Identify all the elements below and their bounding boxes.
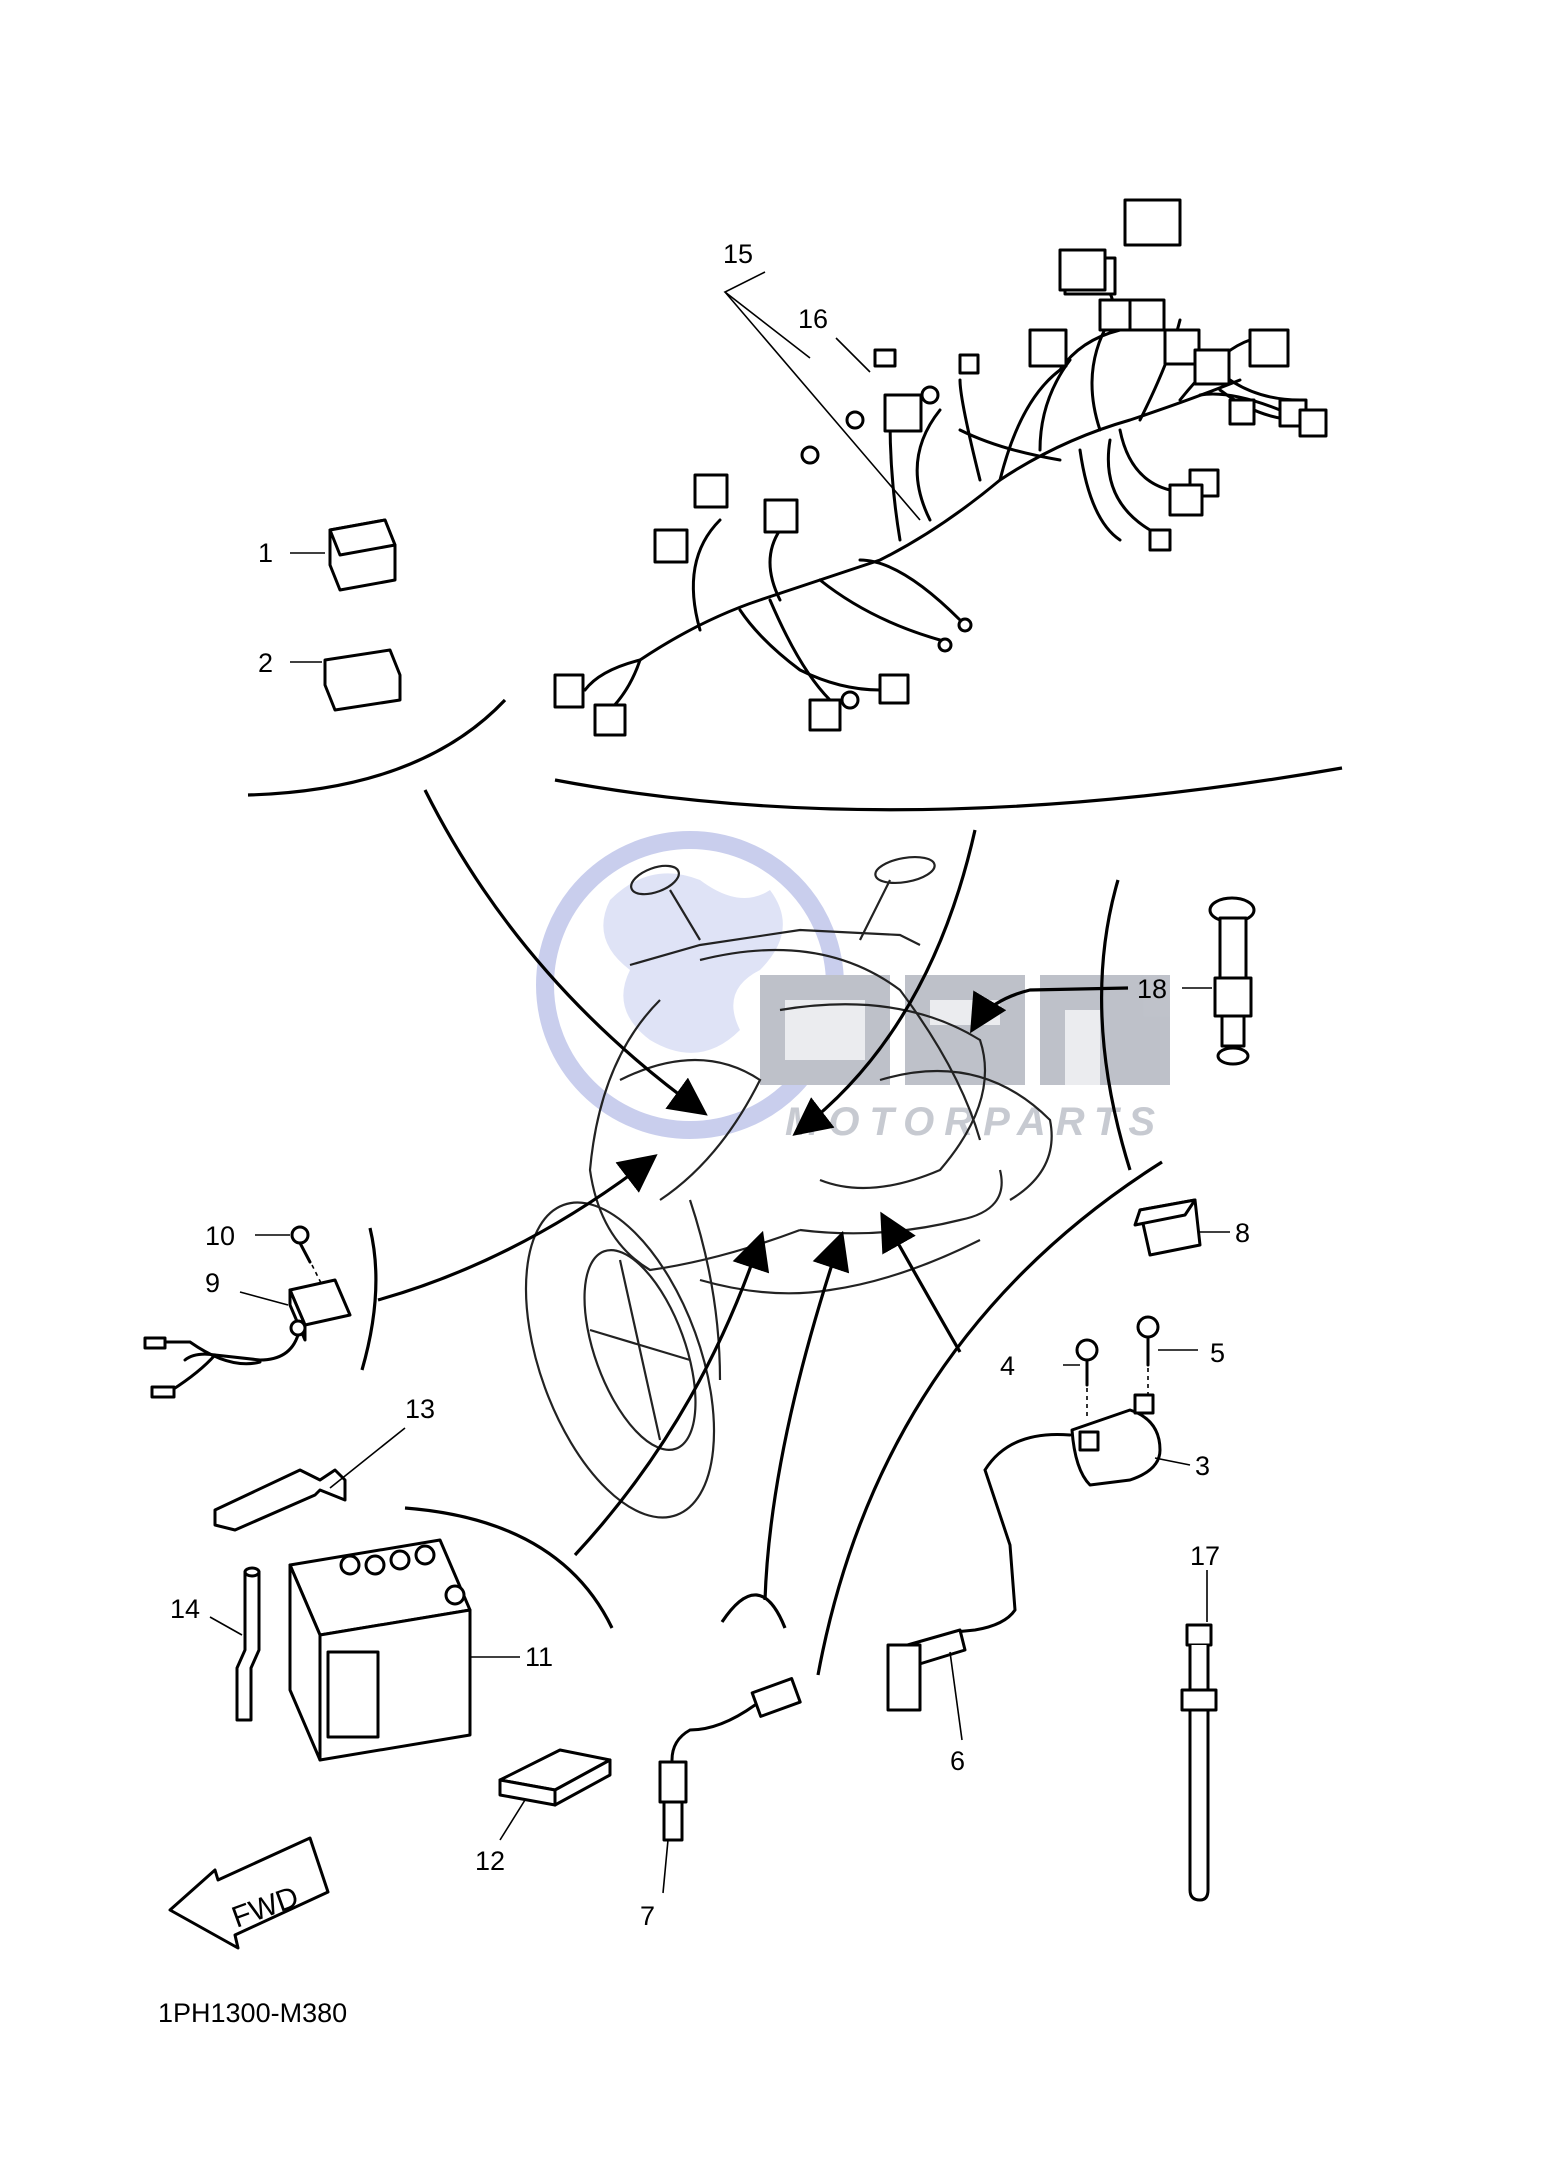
callout-8: 8 xyxy=(1235,1218,1250,1248)
part-2-cover xyxy=(290,648,402,712)
callout-5: 5 xyxy=(1210,1338,1225,1368)
part-4-screw xyxy=(1063,1338,1099,1418)
scooter-outline xyxy=(524,855,1053,1519)
part-11-battery xyxy=(288,1538,520,1762)
part-3-ignition-coil xyxy=(953,1393,1191,1634)
callout-1: 1 xyxy=(258,538,273,568)
arrow-lines xyxy=(377,789,1129,1601)
callout-14: 14 xyxy=(170,1594,200,1624)
callout-13: 13 xyxy=(405,1394,435,1424)
callout-4: 4 xyxy=(1000,1351,1015,1381)
part-14-hose xyxy=(209,1566,261,1722)
callout-10: 10 xyxy=(205,1221,235,1251)
callout-16: 16 xyxy=(798,304,828,334)
callout-18: 18 xyxy=(1137,974,1167,1004)
part-17-cable-tie xyxy=(1180,1570,1218,1902)
part-13-bracket xyxy=(213,1427,406,1532)
part-1-relay xyxy=(290,518,397,592)
callout-7: 7 xyxy=(640,1901,655,1931)
part-8-relay xyxy=(1133,1198,1230,1257)
part-9-sensor xyxy=(143,1278,352,1399)
watermark-caption: MOTORPARTS xyxy=(785,1100,1165,1144)
watermark: MOTORPARTS xyxy=(536,831,1170,1144)
wire-harness xyxy=(553,198,1328,737)
part-12-pad xyxy=(498,1748,612,1841)
part-6-plug-cap xyxy=(886,1628,967,1741)
callout-numbers: 1 2 3 4 5 6 7 8 9 10 11 12 13 14 15 16 1… xyxy=(170,239,1250,1931)
callout-6: 6 xyxy=(950,1746,965,1776)
callout-17: 17 xyxy=(1190,1541,1220,1571)
part-7-sensor xyxy=(658,1677,802,1894)
callout-3: 3 xyxy=(1195,1451,1210,1481)
part-18-clip xyxy=(1182,896,1256,1066)
harness-leaders xyxy=(723,271,921,521)
part-5-screw xyxy=(1136,1315,1198,1395)
callout-15: 15 xyxy=(723,239,753,269)
part-10-screw xyxy=(255,1225,323,1286)
separator-arcs xyxy=(247,698,1343,1676)
callout-12: 12 xyxy=(475,1846,505,1876)
callout-2: 2 xyxy=(258,648,273,678)
diagram-code: 1PH1300-M380 xyxy=(158,1998,347,2028)
callout-11: 11 xyxy=(525,1642,553,1672)
fwd-arrow: FWD xyxy=(168,1836,330,1950)
watermark-logo-mark xyxy=(760,975,1170,1085)
callout-9: 9 xyxy=(205,1268,220,1298)
